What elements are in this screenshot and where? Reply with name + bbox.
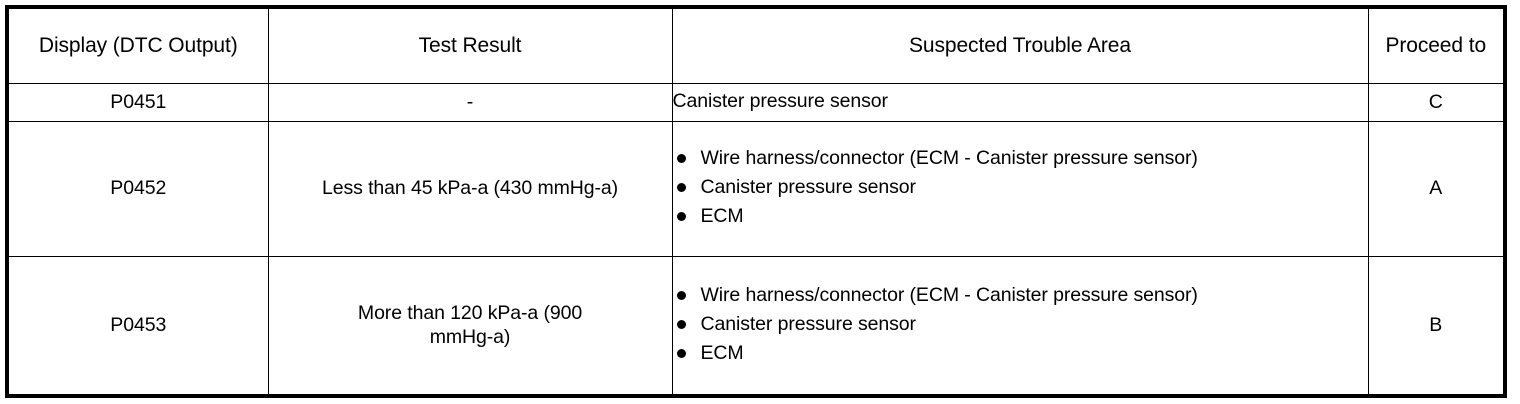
list-item-label: Wire harness/connector (ECM - Canister p… xyxy=(700,284,1198,307)
cell-test-result: Less than 45 kPa-a (430 mmHg-a) xyxy=(267,120,673,257)
table-row: P0452 Less than 45 kPa-a (430 mmHg-a) Wi… xyxy=(6,120,1506,257)
list-item: ECM xyxy=(673,340,1301,368)
list-item-label: Canister pressure sensor xyxy=(700,312,917,335)
list-item-label: ECM xyxy=(700,341,744,364)
list-item-label: ECM xyxy=(700,204,744,227)
column-header-test-result: Test Result xyxy=(267,6,673,84)
bullet-icon xyxy=(676,319,686,329)
bullet-icon xyxy=(676,211,686,221)
bullet-icon xyxy=(676,154,686,164)
column-header-display-dtc-output: Display (DTC Output) xyxy=(6,6,269,84)
cell-suspected-trouble-area: Canister pressure sensor xyxy=(671,82,1369,122)
table-header-row: Display (DTC Output) Test Result Suspect… xyxy=(6,6,1506,84)
table-header: Display (DTC Output) Test Result Suspect… xyxy=(6,6,1506,84)
trouble-area-text: Canister pressure sensor xyxy=(672,90,889,113)
cell-proceed-to: B xyxy=(1367,255,1506,397)
list-item: Canister pressure sensor xyxy=(673,174,1301,202)
list-item: Canister pressure sensor xyxy=(673,311,1301,339)
bullet-icon xyxy=(676,291,686,301)
trouble-area-list: Wire harness/connector (ECM - Canister p… xyxy=(673,145,1368,230)
cell-dtc-code: P0453 xyxy=(6,255,269,397)
dtc-diagnostic-table: Display (DTC Output) Test Result Suspect… xyxy=(5,5,1507,398)
table-body: P0451 - Canister pressure sensor C P0452… xyxy=(6,82,1506,397)
cell-proceed-to: C xyxy=(1367,82,1506,122)
list-item-label: Wire harness/connector (ECM - Canister p… xyxy=(700,147,1198,170)
list-item: ECM xyxy=(673,203,1301,231)
column-header-suspected-trouble-area: Suspected Trouble Area xyxy=(671,6,1369,84)
table-row: P0453 More than 120 kPa-a (900 mmHg-a) W… xyxy=(6,255,1506,397)
bullet-icon xyxy=(676,348,686,358)
cell-proceed-to: A xyxy=(1367,120,1506,257)
table-row: P0451 - Canister pressure sensor C xyxy=(6,82,1506,122)
column-header-proceed-to: Proceed to xyxy=(1367,6,1506,84)
trouble-area-list: Wire harness/connector (ECM - Canister p… xyxy=(673,282,1368,367)
list-item-label: Canister pressure sensor xyxy=(700,176,917,199)
cell-test-result: - xyxy=(267,82,673,122)
cell-dtc-code: P0451 xyxy=(6,82,269,122)
bullet-icon xyxy=(676,183,686,193)
cell-dtc-code: P0452 xyxy=(6,120,269,257)
list-item: Wire harness/connector (ECM - Canister p… xyxy=(673,282,1301,310)
list-item: Wire harness/connector (ECM - Canister p… xyxy=(673,145,1301,173)
cell-suspected-trouble-area: Wire harness/connector (ECM - Canister p… xyxy=(671,120,1369,257)
cell-test-result: More than 120 kPa-a (900 mmHg-a) xyxy=(267,255,673,397)
cell-suspected-trouble-area: Wire harness/connector (ECM - Canister p… xyxy=(671,255,1369,397)
